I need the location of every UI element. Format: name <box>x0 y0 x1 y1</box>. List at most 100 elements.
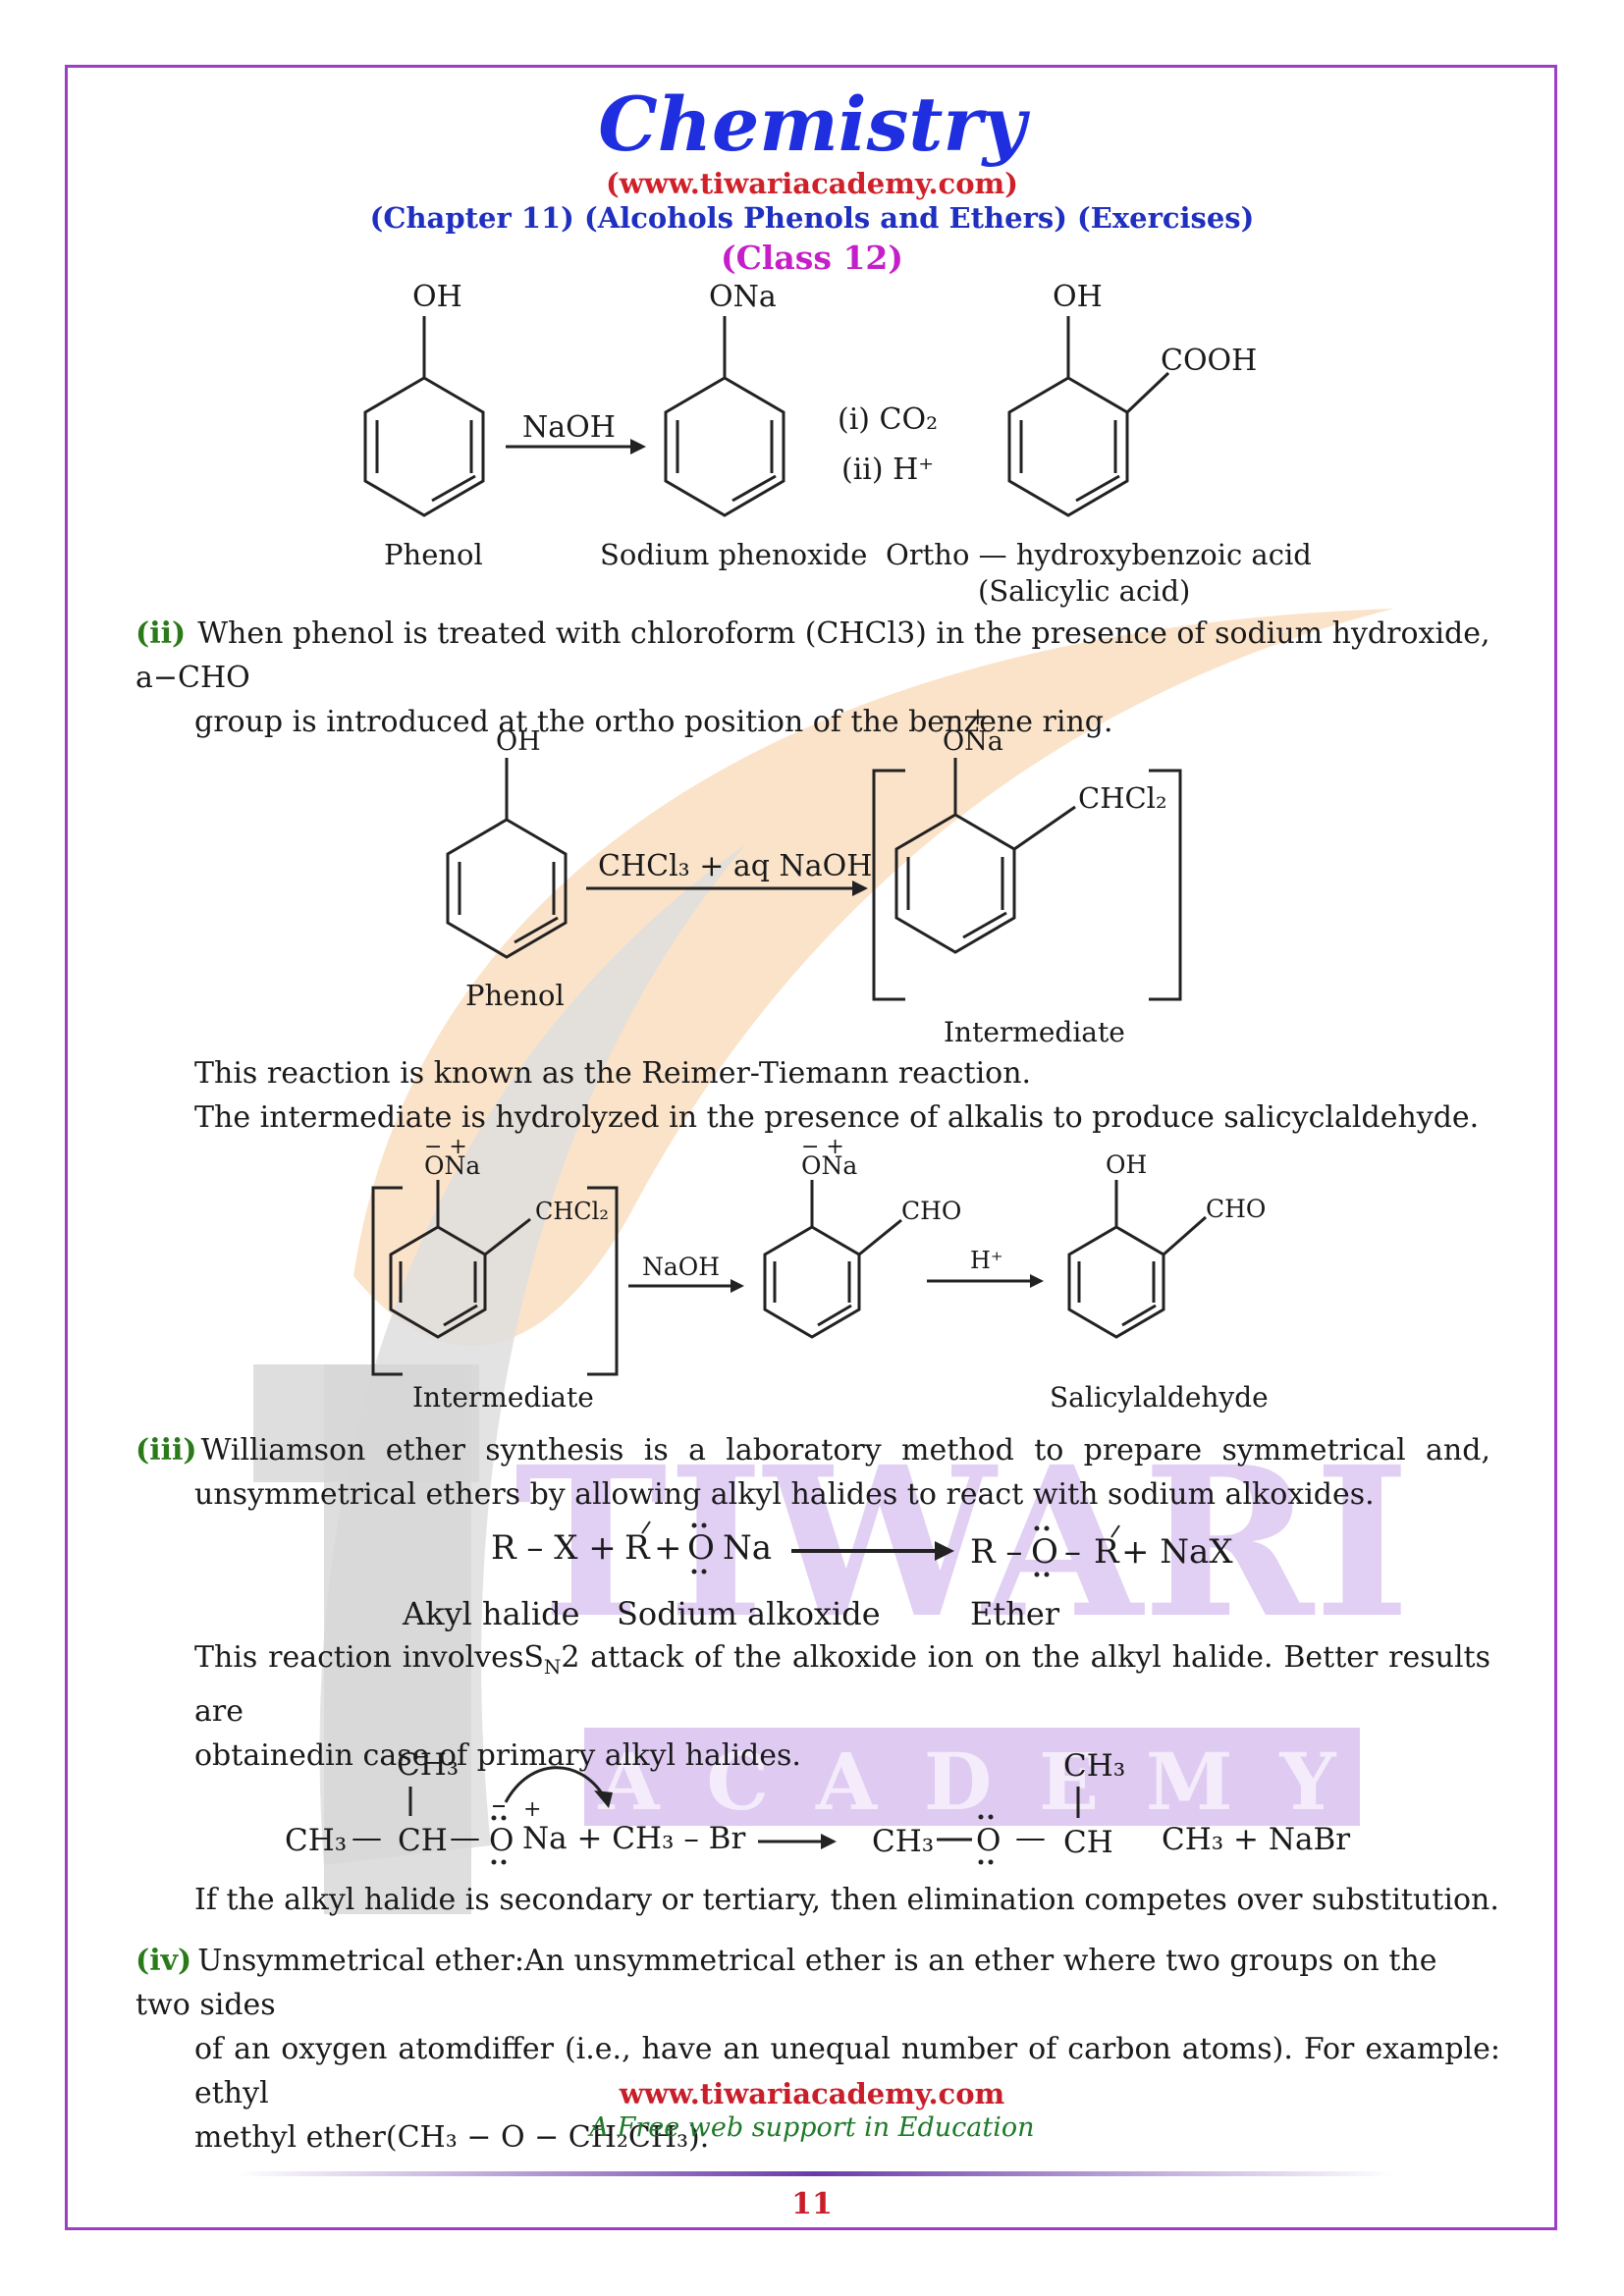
section-ii: (ii)When phenol is treated with chlorofo… <box>135 612 1500 744</box>
label-salicylic-acid-2: (Salicylic acid) <box>978 574 1190 608</box>
reagent-naoh: NaOH <box>522 410 616 445</box>
sn2-s: S <box>523 1640 544 1675</box>
arrow-head <box>935 1541 954 1561</box>
product-cooh: COOH <box>1161 344 1257 378</box>
w-lhs-c: + <box>654 1528 682 1568</box>
s4-prod-o: O <box>976 1823 1001 1858</box>
reimer-line2: The intermediate is hydrolyzed in the pr… <box>194 1100 1480 1135</box>
bracket-right <box>1149 769 1182 1001</box>
w-rhs-r: R – <box>970 1532 1022 1572</box>
section-iii-line1: Williamson ether synthesis is a laborato… <box>200 1433 1490 1468</box>
sn2-line1-d: 2 attack of the alkoxide ion on the alky… <box>194 1640 1490 1729</box>
hy-ona-1: ONa <box>424 1151 480 1180</box>
arrow-head <box>821 1834 837 1849</box>
w-label-halide: Akyl halide <box>402 1595 580 1632</box>
sn2-line2: obtainedin case of primary alkyl halides… <box>194 1738 801 1773</box>
section-iv-line1: Unsymmetrical ether:An unsymmetrical eth… <box>135 1944 1437 2022</box>
kolbe-step1: (i) CO₂ <box>838 402 938 437</box>
footer-tagline: A Free web support in Education <box>589 2112 1035 2143</box>
arrow-head <box>1030 1274 1044 1288</box>
label-sodium-phenoxide: Sodium phenoxide <box>600 538 867 571</box>
rt-label-intermediate: Intermediate <box>944 1016 1125 1048</box>
bracket-left <box>872 769 905 1001</box>
sn2-n: N <box>543 1655 562 1679</box>
rt-reagent: CHCl₃ + aq NaOH <box>598 849 872 883</box>
s4-prod-ch: CH <box>1063 1825 1113 1860</box>
hy-chcl2: CHCl₂ <box>535 1198 609 1225</box>
hy-naoh: NaOH <box>642 1253 720 1281</box>
label-phenol: Phenol <box>384 538 483 571</box>
s4-prod-ch3: CH₃ <box>872 1824 934 1859</box>
w-lhs-o: O <box>687 1528 715 1568</box>
s4-ch: CH <box>398 1823 448 1858</box>
s4-na: Na + CH₃ – Br <box>522 1821 745 1856</box>
section-iii-row1: (iii) Williamson ether synthesis is a la… <box>135 1428 1490 1472</box>
hy-ona-2: ONa <box>801 1151 857 1180</box>
section-iii-line2: unsymmetrical ethers by allowing alkyl h… <box>194 1477 1375 1512</box>
section-ii-line1: When phenol is treated with chloroform (… <box>135 616 1490 695</box>
footer-url[interactable]: www.tiwariacademy.com <box>619 2077 1005 2110</box>
hy-oh: OH <box>1106 1150 1147 1179</box>
reimer-line1: This reaction is known as the Reimer-Tie… <box>194 1056 1032 1091</box>
section-iv-line3: methyl ether(CH₃ − O − CH₂CH₃). <box>194 2120 710 2155</box>
page-border <box>65 65 1557 2230</box>
kolbe-step2: (ii) H⁺ <box>841 453 934 487</box>
rt-phenol-oh: OH <box>496 726 541 757</box>
s4-o: O <box>489 1823 514 1858</box>
header-url: (www.tiwariacademy.com) <box>606 167 1018 200</box>
s4-ch3-top: CH₃ <box>397 1747 459 1783</box>
reimer-text: This reaction is known as the Reimer-Tie… <box>194 1051 1500 1140</box>
footer-divider <box>236 2171 1394 2176</box>
hy-charge-2: − + <box>801 1139 844 1159</box>
hy-h-plus: H⁺ <box>970 1247 1003 1274</box>
hy-cho-1: CHO <box>901 1197 961 1225</box>
w-rhs-dash: – <box>1064 1532 1081 1572</box>
benzene-ring-salicylic <box>1007 371 1170 517</box>
w-label-alkoxide: Sodium alkoxide <box>617 1595 881 1632</box>
hy-label-intermediate: Intermediate <box>412 1381 594 1414</box>
section-iii: (iii) Williamson ether synthesis is a la… <box>135 1428 1490 1517</box>
sn2-line1-a: This reaction involves <box>194 1640 524 1675</box>
product-oh: OH <box>1053 280 1103 314</box>
benzene-ring-rt-phenol <box>446 818 568 959</box>
sn2-line1: This reaction involvesSN2 attack of the … <box>194 1635 1490 1734</box>
sn2-text: This reaction involvesSN2 attack of the … <box>194 1635 1490 1778</box>
williamson-equation: R – X + R + O Na R – O – R + NaX Akyl ha… <box>402 1521 1233 1632</box>
hy-cho-2: CHO <box>1206 1195 1266 1223</box>
rt-ona: ONa <box>943 726 1003 757</box>
section-iii-number: (iii) <box>135 1433 197 1468</box>
s4-prod-tail: CH₃ + NaBr <box>1162 1822 1350 1857</box>
label-salicylic-acid: Ortho — hydroxybenzoic acid <box>886 538 1312 571</box>
hy-label-salicylaldehyde: Salicylaldehyde <box>1050 1381 1269 1414</box>
w-label-ether: Ether <box>970 1595 1060 1632</box>
section-iv-line2: of an oxygen atomdiffer (i.e., have an u… <box>194 2032 1500 2110</box>
s4-dash2: — <box>450 1820 480 1855</box>
benzene-ring-hy-intermediate <box>389 1217 531 1339</box>
arrow-head <box>594 1790 613 1808</box>
rt-chcl2: CHCl₂ <box>1078 781 1167 815</box>
benzene-ring-rt-intermediate <box>894 805 1076 954</box>
reimer-tiemann-scheme: OH CHCl₃ + aq NaOH Phenol − + ONa CHCl₂ … <box>446 703 1182 1048</box>
class-label: (Class 12) <box>721 239 903 277</box>
s4-prod-ch3-top: CH₃ <box>1063 1748 1125 1784</box>
s4-prod-dash: — <box>1015 1820 1046 1855</box>
page-title: Chemistry <box>598 80 1026 168</box>
isopropoxide-scheme: CH₃ CH₃ — CH — O + Na + CH₃ – Br CH₃ O —… <box>285 1747 1350 1865</box>
svg-text:+: + <box>523 1797 541 1822</box>
arrow-head <box>852 881 868 896</box>
s4-dash1: — <box>352 1820 382 1855</box>
hy-charge-1: − + <box>424 1139 467 1159</box>
w-lhs-a: R – X + <box>491 1528 617 1568</box>
s4-ch3: CH₃ <box>285 1823 347 1858</box>
chapter-title: (Chapter 11) (Alcohols Phenols and Ether… <box>369 201 1255 235</box>
hydrolysis-scheme: − + ONa CHCl₂ Intermediate NaOH − + ONa … <box>371 1139 1269 1414</box>
phenol-oh: OH <box>412 280 462 314</box>
section-iv: (iv)Unsymmetrical ether:An unsymmetrical… <box>135 1939 1500 2160</box>
w-rhs-tail: + NaX <box>1121 1532 1233 1572</box>
kolbe-reaction-scheme: OH NaOH ONa (i) CO₂ (ii) H⁺ OH COOH Phen… <box>363 280 1312 608</box>
benzene-ring-phenol <box>363 376 485 517</box>
rt-label-phenol: Phenol <box>465 979 565 1012</box>
rt-charge: − + <box>941 703 988 730</box>
curved-arrow <box>504 1766 606 1803</box>
benzene-ring-hy-phenoxide <box>763 1218 902 1339</box>
